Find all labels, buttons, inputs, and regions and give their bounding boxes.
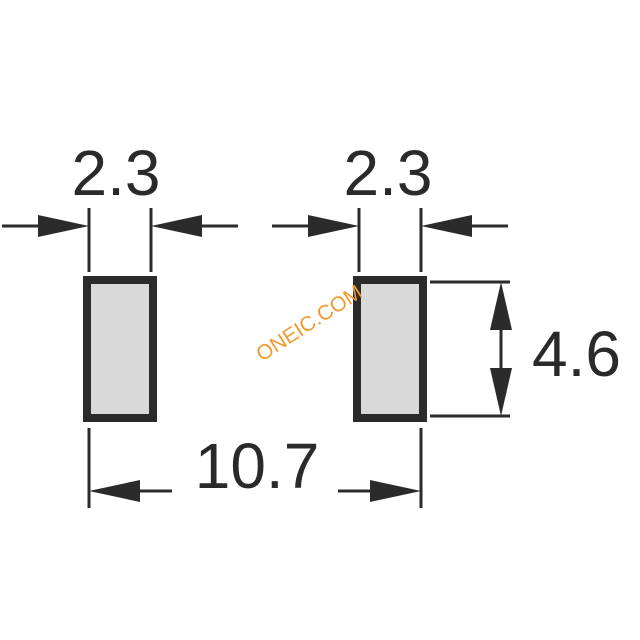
left-pad-width-label: 2.3	[72, 137, 161, 209]
pad-height-label: 4.6	[532, 318, 621, 390]
left-pad-width-dimension: 2.3	[2, 137, 238, 272]
left-pad	[83, 276, 157, 422]
height-arrow-top	[490, 282, 512, 330]
height-arrow-bottom	[490, 368, 512, 416]
right-pad-arrow-right	[421, 215, 472, 237]
watermark-text: ONEIC.COM	[252, 281, 366, 366]
right-pad-arrow-left	[308, 215, 359, 237]
overall-span-label: 10.7	[195, 430, 320, 502]
span-arrow-right	[370, 480, 421, 502]
left-pad-arrow-right	[151, 215, 202, 237]
span-arrow-left	[89, 480, 140, 502]
overall-span-dimension: 10.7	[87, 428, 423, 508]
left-pad-arrow-left	[38, 215, 89, 237]
right-pad	[353, 276, 427, 422]
right-pad-width-label: 2.3	[344, 137, 433, 209]
pad-height-dimension: 4.6	[430, 280, 621, 418]
right-pad-width-dimension: 2.3	[272, 137, 508, 272]
